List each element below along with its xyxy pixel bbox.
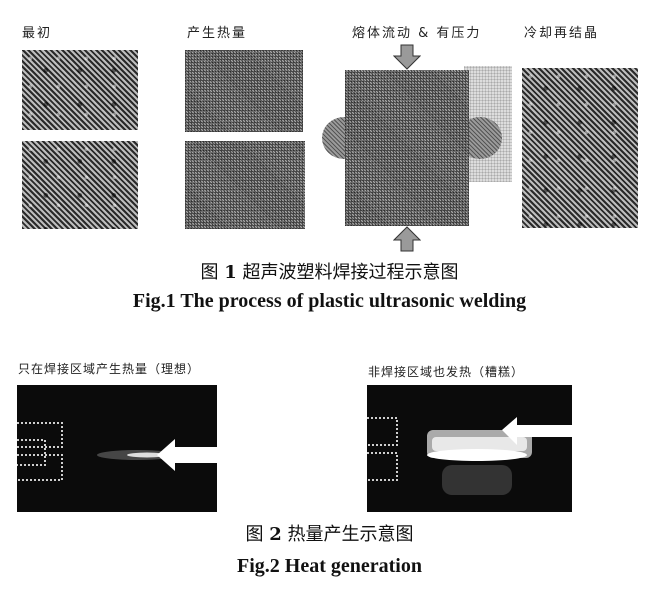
caption-cn-number: 1 (224, 262, 237, 283)
stage-label-melt-flow: 熔体流动 & 有压力 (352, 26, 482, 41)
recrystallized-block (522, 68, 638, 228)
caption-cn-prefix: 图 (245, 524, 270, 545)
figure-1-caption-en: Fig.1 The process of plastic ultrasonic … (0, 290, 659, 313)
bad-heating-label: 非焊接区域也发热（糟糕） (368, 365, 525, 379)
caption-en-text: Heat generation (284, 555, 422, 577)
caption-en-prefix: Fig.2 (237, 555, 285, 577)
bad-heating-drawing (367, 417, 572, 495)
caption-cn-text: 热量产生示意图 (281, 524, 414, 545)
caption-cn-text: 超声波塑料焊接过程示意图 (236, 262, 459, 283)
heat-bottom-part (185, 141, 305, 229)
ideal-heating-image (17, 385, 217, 512)
caption-en-text: The process of plastic ultrasonic weldin… (180, 290, 527, 312)
ideal-heating-label: 只在焊接区域产生热量（理想） (18, 362, 201, 376)
stage-label-initial: 最初 (22, 26, 53, 41)
melt-block (345, 70, 469, 226)
heat-top-part (185, 50, 303, 132)
figure-1-caption-cn: 图 1 超声波塑料焊接过程示意图 (0, 258, 659, 284)
stage-label-heat: 产生热量 (187, 26, 248, 41)
arrow-down-icon (393, 44, 421, 70)
stage-label-recrystallize: 冷却再结晶 (524, 26, 600, 41)
figure-2-caption-en: Fig.2 Heat generation (0, 555, 659, 578)
initial-top-part (22, 50, 138, 130)
figure-2-caption-cn: 图 2 热量产生示意图 (0, 520, 659, 546)
bad-heating-image (367, 385, 572, 512)
ideal-heating-drawing (17, 422, 217, 481)
caption-cn-number: 2 (269, 524, 282, 545)
arrow-up-icon (393, 226, 421, 252)
initial-bottom-part (22, 141, 138, 229)
caption-cn-prefix: 图 (200, 262, 225, 283)
caption-en-prefix: Fig.1 (132, 290, 181, 312)
